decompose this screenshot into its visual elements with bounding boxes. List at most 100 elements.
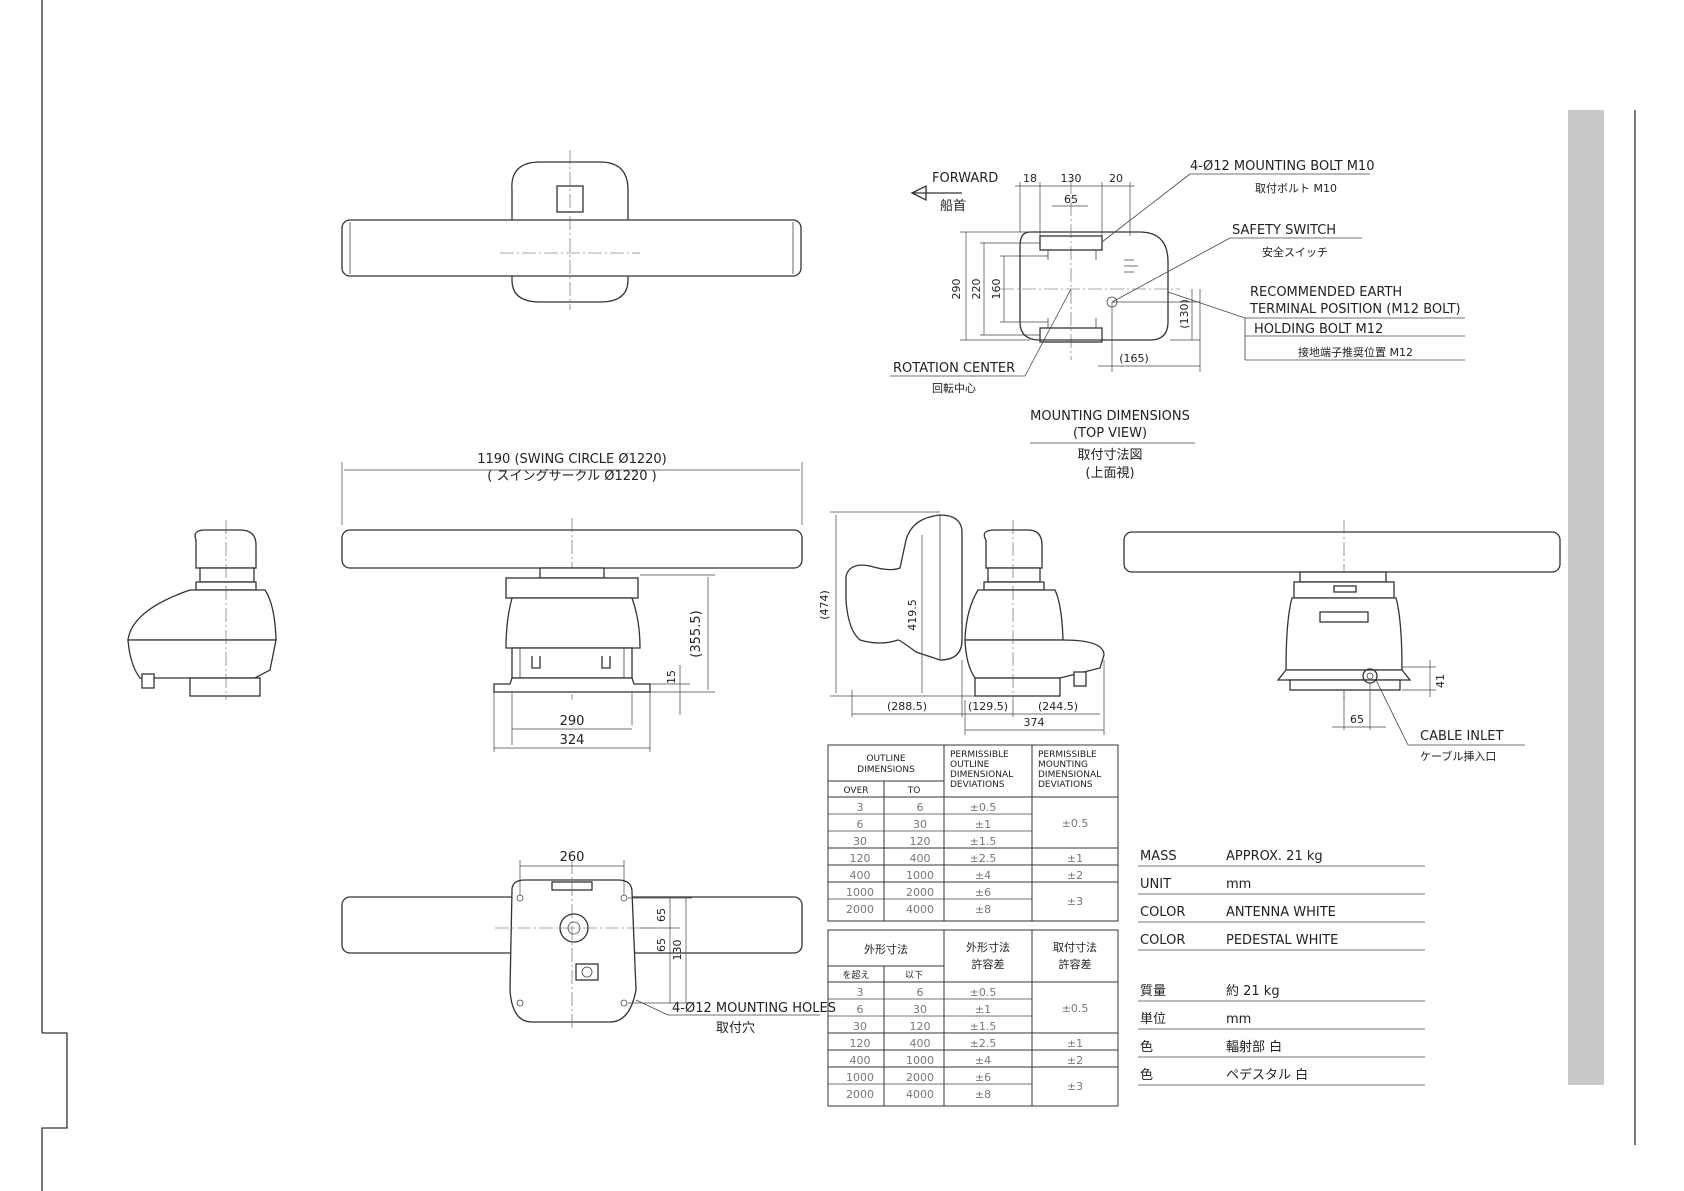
cell-to: 2000	[906, 1071, 934, 1084]
cell-over: 30	[853, 1020, 867, 1033]
cell-over: 120	[850, 852, 871, 865]
cell-to: 6	[917, 986, 924, 999]
dim-18: 18	[1023, 172, 1037, 185]
cell-over: 3	[857, 986, 864, 999]
cell-dev: ±8	[975, 1088, 991, 1101]
dim-swing-circle: 1190 (SWING CIRCLE Ø1220)	[477, 452, 667, 467]
cell-over: 30	[853, 835, 867, 848]
cell-over: 400	[850, 1054, 871, 1067]
dim-65-lower: 65	[655, 938, 668, 952]
header-outdev-2: OUTLINE	[950, 760, 990, 770]
cell-dev: ±2.5	[970, 852, 997, 865]
dim-130-mount: (130)	[1178, 299, 1191, 329]
cell-to: 1000	[906, 1054, 934, 1067]
cell-dev: ±1	[975, 1003, 991, 1016]
mounting-bolt-label: 4-Ø12 MOUNTING BOLT M10	[1190, 159, 1374, 174]
cell-dev: ±0.5	[970, 986, 997, 999]
cell-dev: ±1	[975, 818, 991, 831]
dim-65-rear: 65	[1350, 713, 1364, 726]
safety-switch-label-jp: 安全スイッチ	[1262, 245, 1328, 259]
mounting-title-sub: (TOP VIEW)	[1073, 426, 1147, 441]
earth-terminal-label-1: RECOMMENDED EARTH	[1250, 285, 1402, 300]
cell-mount-dev: ±3	[1067, 895, 1083, 908]
dim-130-bottom: 130	[671, 940, 684, 961]
cable-inlet-label: CABLE INLET	[1420, 729, 1503, 744]
cell-to: 4000	[906, 1088, 934, 1101]
cell-over: 6	[857, 1003, 864, 1016]
tolerance-table-jp: 外形寸法 外形寸法 許容差 取付寸法 許容差 を超え 以下 3 6 ±0.5 6…	[827, 929, 1119, 1107]
cell-to: 1000	[906, 869, 934, 882]
cell-to: 400	[910, 1037, 931, 1050]
cell-mount-dev: ±2	[1067, 869, 1083, 882]
spec-block-en: MASS APPROX. 21 kg UNIT mm COLOR ANTENNA…	[1138, 849, 1425, 951]
cell-mount-dev: ±3	[1067, 1080, 1083, 1093]
spec-label: COLOR	[1140, 905, 1185, 920]
spec-value: APPROX. 21 kg	[1226, 849, 1323, 864]
dim-129-5: (129.5)	[968, 700, 1008, 713]
forward-label: FORWARD	[932, 171, 998, 186]
dim-290: 290	[560, 714, 585, 729]
forward-label-jp: 船首	[940, 199, 966, 214]
cell-to: 4000	[906, 903, 934, 916]
dim-165: (165)	[1119, 352, 1149, 365]
cell-dev: ±4	[975, 869, 991, 882]
cell-mount-dev: ±1	[1067, 852, 1083, 865]
page-frame	[41, 0, 1636, 1191]
dim-474: (474)	[818, 590, 831, 620]
cell-to: 120	[910, 1020, 931, 1033]
mounting-holes-label-jp: 取付穴	[716, 1021, 755, 1036]
mounting-dimensions-view: FORWARD 船首 18 130 20 65 290 2	[890, 159, 1465, 481]
dim-220-mount: 220	[970, 279, 983, 300]
top-view	[341, 150, 802, 310]
mounting-title-jp-sub: (上面視)	[1085, 466, 1134, 481]
dim-260: 260	[560, 850, 585, 865]
left-side-view	[127, 520, 277, 700]
cell-dev: ±1.5	[970, 835, 997, 848]
spec-value-jp: mm	[1226, 1012, 1251, 1027]
spec-label: COLOR	[1140, 933, 1185, 948]
spec-value: ANTENNA WHITE	[1226, 905, 1336, 920]
earth-terminal-label-jp: 接地端子推奨位置 M12	[1298, 345, 1413, 359]
spec-value-jp: ペデスタル 白	[1226, 1067, 1308, 1083]
dim-41: 41	[1434, 674, 1447, 688]
cell-over: 1000	[846, 886, 874, 899]
cell-over: 6	[857, 818, 864, 831]
cell-to: 6	[917, 801, 924, 814]
header-to-jp: 以下	[905, 971, 923, 981]
spec-value: mm	[1226, 877, 1251, 892]
header-mountdev-3: DIMENSIONAL	[1038, 770, 1101, 780]
dim-swing-circle-jp: ( スイングサークル Ø1220 )	[487, 469, 656, 484]
mounting-title: MOUNTING DIMENSIONS	[1030, 409, 1190, 424]
spec-value-jp: 輻射部 白	[1226, 1039, 1282, 1055]
cell-dev: ±6	[975, 886, 991, 899]
spec-label-jp: 単位	[1140, 1011, 1166, 1027]
side-view: (474) 419.5 (288.5) (129.5) (244.5) 374	[818, 511, 1105, 735]
dim-20: 20	[1109, 172, 1123, 185]
cell-mount-dev: ±2	[1067, 1054, 1083, 1067]
earth-terminal-label-2: TERMINAL POSITION (M12 BOLT)	[1249, 302, 1461, 317]
header-mountdev-jp-2: 許容差	[1059, 957, 1092, 971]
header-mountdev-4: DEVIATIONS	[1038, 780, 1093, 790]
dim-244-5: (244.5)	[1038, 700, 1078, 713]
cell-to: 30	[913, 818, 927, 831]
cell-dev: ±8	[975, 903, 991, 916]
cell-over: 2000	[846, 1088, 874, 1101]
cell-over: 3	[857, 801, 864, 814]
cell-over: 2000	[846, 903, 874, 916]
header-outline-jp: 外形寸法	[864, 942, 908, 956]
dim-height-355: (355.5)	[689, 610, 704, 657]
header-outdev-1: PERMISSIBLE	[950, 750, 1009, 760]
dim-160-mount: 160	[990, 279, 1003, 300]
dim-324: 324	[560, 733, 585, 748]
dim-130-top: 130	[1061, 172, 1082, 185]
header-to: TO	[907, 786, 921, 796]
cell-mount-dev: ±1	[1067, 1037, 1083, 1050]
header-mountdev-jp-1: 取付寸法	[1053, 940, 1097, 954]
spec-label-jp: 色	[1140, 1067, 1153, 1083]
cell-dev: ±2.5	[970, 1037, 997, 1050]
spec-label: MASS	[1140, 849, 1177, 864]
cell-to: 30	[913, 1003, 927, 1016]
header-outline-1: OUTLINE	[866, 754, 906, 764]
header-over: OVER	[843, 786, 868, 796]
